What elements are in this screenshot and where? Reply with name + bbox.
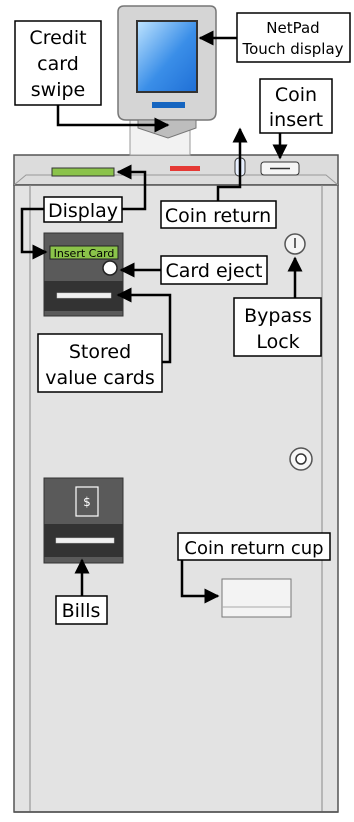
label-display: Display [43, 196, 123, 223]
arrow-display-screen [20, 207, 48, 260]
stored-value-card-slot[interactable] [56, 292, 112, 299]
round-service-button[interactable] [289, 447, 313, 471]
card-eject-button[interactable] [102, 260, 118, 276]
coin-insert-line-2: insert [269, 109, 323, 131]
netpad-touch-display[interactable] [117, 5, 217, 156]
arrow-coin-return [216, 127, 248, 201]
stored-line-2: value cards [45, 367, 154, 389]
arrow-stored-value-cards [116, 287, 172, 364]
coin-return-cup-text: Coin return cup [184, 538, 323, 559]
display-text: Display [48, 200, 118, 222]
bill-acceptor-unit: $ [43, 477, 124, 564]
label-netpad: NetPad Touch display [236, 12, 351, 63]
insert-card-text: Insert Card [54, 247, 115, 260]
label-bills: Bills [55, 595, 108, 625]
netpad-line-1: NetPad [266, 19, 319, 37]
arrow-coin-return-cup [180, 560, 220, 604]
label-coin-return-cup: Coin return cup [177, 532, 331, 561]
bypass-lock[interactable] [284, 233, 306, 255]
arrow-display [116, 164, 147, 211]
bills-text: Bills [62, 600, 101, 622]
label-coin-return: Coin return [160, 200, 277, 229]
bill-slot[interactable] [55, 537, 115, 544]
coin-return-cup[interactable] [221, 578, 292, 618]
coin-insert-line-1: Coin [275, 84, 317, 106]
coin-return-text: Coin return [165, 205, 271, 227]
label-card-eject: Card eject [160, 255, 268, 285]
status-indicator-red [170, 166, 200, 171]
card-reader-unit: Insert Card [43, 232, 124, 317]
credit-line-3: swipe [31, 79, 85, 101]
callout-arrows [20, 30, 303, 604]
netpad-line-2: Touch display [241, 40, 343, 58]
credit-line-2: card [37, 53, 79, 75]
dollar-sign: $ [83, 495, 91, 509]
arrow-credit-card-swipe [56, 105, 170, 133]
netpad-button[interactable] [152, 102, 185, 108]
credit-line-1: Credit [29, 27, 86, 49]
label-stored-value-cards: Stored value cards [37, 333, 163, 393]
card-reader-display [49, 245, 119, 260]
label-credit-card-swipe: Credit card swipe [14, 20, 102, 106]
bill-icon-box [75, 486, 99, 517]
display-led-strip [51, 167, 115, 177]
label-coin-insert: Coin insert [259, 78, 333, 134]
touch-screen[interactable] [136, 20, 198, 93]
card-eject-text: Card eject [165, 260, 262, 282]
bypass-line-1: Bypass [244, 305, 312, 327]
bypass-line-2: Lock [256, 331, 299, 353]
label-bypass-lock: Bypass Lock [233, 297, 322, 357]
stored-line-1: Stored [69, 341, 131, 363]
